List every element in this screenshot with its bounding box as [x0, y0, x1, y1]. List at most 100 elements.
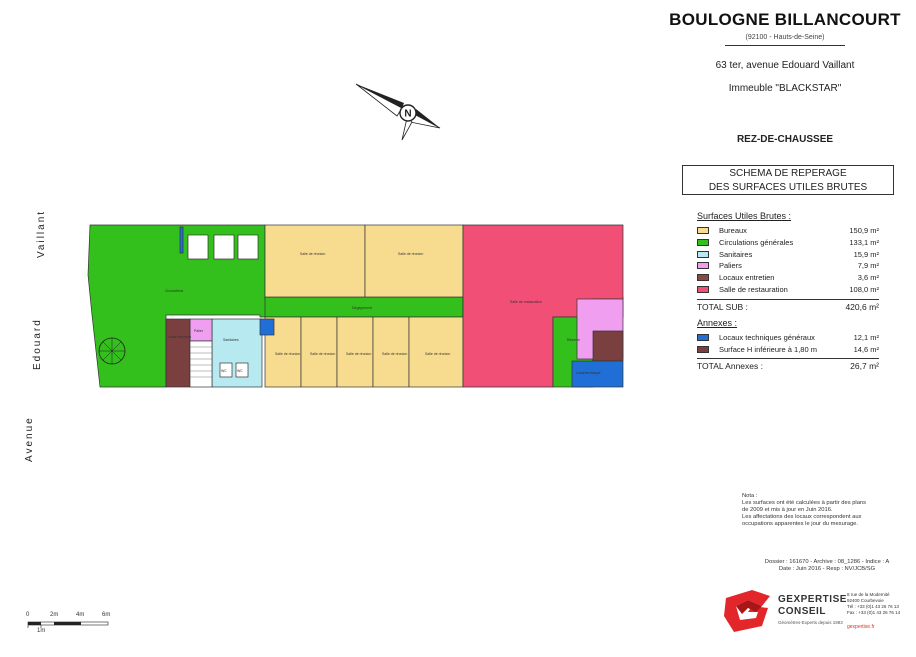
- title-block: BOULOGNE BILLANCOURT (92100 - Hauts-de-S…: [660, 10, 910, 145]
- annexes-heading: Annexes :: [697, 317, 738, 328]
- annex-value: 12,1 m²: [853, 332, 879, 342]
- legend-swatch: [697, 250, 709, 258]
- annex-value: 14,6 m²: [853, 344, 879, 354]
- legend-swatch: [697, 274, 709, 282]
- annex-row: Locaux techniques généraux 12,1 m²: [697, 333, 879, 345]
- cabin-2: [213, 234, 235, 260]
- scale-tick-6: 6m: [102, 612, 111, 618]
- note-line-1: Les surfaces ont été calculées à partir …: [742, 500, 867, 506]
- tech-small: [259, 318, 275, 336]
- label-office-5: Salle de réunion: [346, 352, 371, 356]
- north-arrow-icon: N: [355, 83, 441, 141]
- dossier-block: Dossier : 161670 - Archive : 08_1286 - I…: [742, 559, 912, 573]
- total-annexes-value: 26,7 m²: [850, 361, 879, 372]
- note-block: Nota : Les surfaces ont été calculées à …: [742, 493, 912, 528]
- label-office-7: Salle de réunion: [425, 352, 450, 356]
- scale-tick-4: 4m: [76, 612, 85, 618]
- cabin-3: [237, 234, 259, 260]
- contact-line-4: Fax : +33 (0)1 43 26 76 14: [847, 610, 901, 615]
- annex-label: Locaux techniques généraux: [719, 332, 815, 342]
- legend-label: Bureaux: [719, 226, 747, 235]
- schema-line-2: DES SURFACES UTILES BRUTES: [708, 182, 868, 193]
- annex-label: Surface H inférieure à 1,80 m: [719, 344, 817, 354]
- city-title: BOULOGNE BILLANCOURT: [669, 10, 901, 29]
- note-line-2: de 2009 et mis à jour en Juin 2016.: [742, 507, 833, 513]
- logo-word-1: GEXPERTISE: [778, 594, 847, 605]
- label-local: Local entretien: [168, 335, 191, 339]
- legend-value: 7,9 m²: [857, 261, 879, 271]
- contact-line-2: 92400 Courbevoie: [847, 598, 884, 603]
- legend-label: Sanitaires: [719, 249, 753, 259]
- label-palier: Palier: [194, 329, 204, 333]
- stair-west: [189, 340, 213, 388]
- title-rule: [725, 45, 845, 46]
- legend-swatch: [697, 285, 709, 293]
- wc-2: [235, 362, 249, 378]
- note-line-3: Les affectations des locaux corresponden…: [742, 514, 862, 520]
- logo-contact: 8 rue de la Modernité 92400 Courbevoie T…: [847, 592, 911, 616]
- note-line-4: occupations apparentes le jour du mesura…: [742, 521, 859, 527]
- postal-subtitle: (92100 - Hauts-de-Seine): [745, 34, 825, 41]
- schema-box: SCHEMA DE REPERAGE DES SURFACES UTILES B…: [682, 165, 894, 195]
- dossier-line-1: Dossier : 161670 - Archive : 08_1286 - I…: [764, 559, 890, 565]
- label-office-6: Salle de réunion: [382, 352, 407, 356]
- legend-row: Paliers 7,9 m²: [697, 261, 879, 273]
- scale-tick-0: 0: [26, 612, 30, 618]
- legend-swatch: [697, 227, 709, 234]
- legend-value: 150,9 m²: [849, 226, 879, 235]
- scale-tick-1: 1m: [37, 628, 46, 634]
- street-edouard: Edouard: [32, 318, 43, 370]
- level-title: REZ-DE-CHAUSSEE: [736, 134, 834, 145]
- building-name: Immeuble "BLACKSTAR": [728, 83, 842, 94]
- logo-website: gexpertise.fr: [847, 624, 875, 630]
- north-letter: N: [404, 109, 411, 120]
- dossier-line-2: Date : Juin 2016 - Resp : NV/JCB/SG: [778, 566, 876, 572]
- label-stock: Réserve: [567, 338, 580, 342]
- total-annexes-label: TOTAL Annexes :: [697, 361, 763, 372]
- legend-label: Circulations générales: [719, 237, 794, 247]
- scale-bar: [27, 621, 109, 628]
- tech-strip: [179, 226, 184, 254]
- total-sub-value: 420,6 m²: [845, 301, 879, 312]
- label-office-2: Salle de réunion: [398, 252, 423, 256]
- contact-line-3: Tél : +33 (0)1 43 26 76 13: [847, 604, 899, 609]
- address-line: 63 ter, avenue Edouard Vaillant: [715, 60, 855, 71]
- label-office-3: Salle de réunion: [275, 352, 300, 356]
- h-inf-west: [165, 318, 191, 388]
- legend-swatch: [697, 262, 709, 270]
- logo-tagline: Géomètres-Experts depuis 1983: [778, 620, 843, 625]
- gexpertise-logo-icon: [724, 590, 770, 632]
- legend-row: Bureaux 150,9 m²: [697, 226, 879, 238]
- legend-row: Circulations générales 133,1 m²: [697, 238, 879, 250]
- legend-label: Paliers: [719, 261, 742, 271]
- contact-line-1: 8 rue de la Modernité: [847, 592, 890, 597]
- local-technique: [571, 360, 624, 388]
- annex-swatch: [697, 333, 709, 341]
- note-heading: Nota :: [742, 493, 758, 499]
- schema-line-1: SCHEMA DE REPERAGE: [729, 168, 847, 179]
- legend-heading: Surfaces Utiles Brutes :: [697, 211, 792, 221]
- cabin-1: [187, 234, 209, 260]
- legend-items: Bureaux 150,9 m² Circulations générales 133…: [697, 226, 879, 297]
- label-office-1: Salle de réunion: [300, 252, 325, 256]
- label-office-4: Salle de réunion: [310, 352, 335, 356]
- annex-swatch: [697, 345, 709, 353]
- street-avenue: Avenue: [24, 416, 35, 462]
- floor-plan: Circulations Dégagement Salle de réunion…: [87, 224, 624, 388]
- legend-total-sub: TOTAL SUB : 420,6 m²: [697, 298, 879, 315]
- legend-value: 108,0 m²: [849, 284, 879, 294]
- legend-value: 133,1 m²: [849, 237, 879, 247]
- tree-icon: [98, 337, 126, 365]
- legend-value: 15,9 m²: [853, 249, 879, 259]
- label-wc-2: WC: [237, 369, 243, 373]
- label-circulations: Circulations: [165, 289, 184, 293]
- street-vaillant: Vaillant: [36, 209, 47, 258]
- annex-row: Surface H inférieure à 1,80 m 14,6 m²: [697, 345, 879, 357]
- label-restaurant: Salle de restauration: [510, 300, 542, 304]
- total-sub-label: TOTAL SUB :: [697, 301, 748, 312]
- label-degagement: Dégagement: [352, 306, 372, 310]
- h-inf-east: [592, 330, 624, 362]
- legend-swatch: [697, 238, 709, 246]
